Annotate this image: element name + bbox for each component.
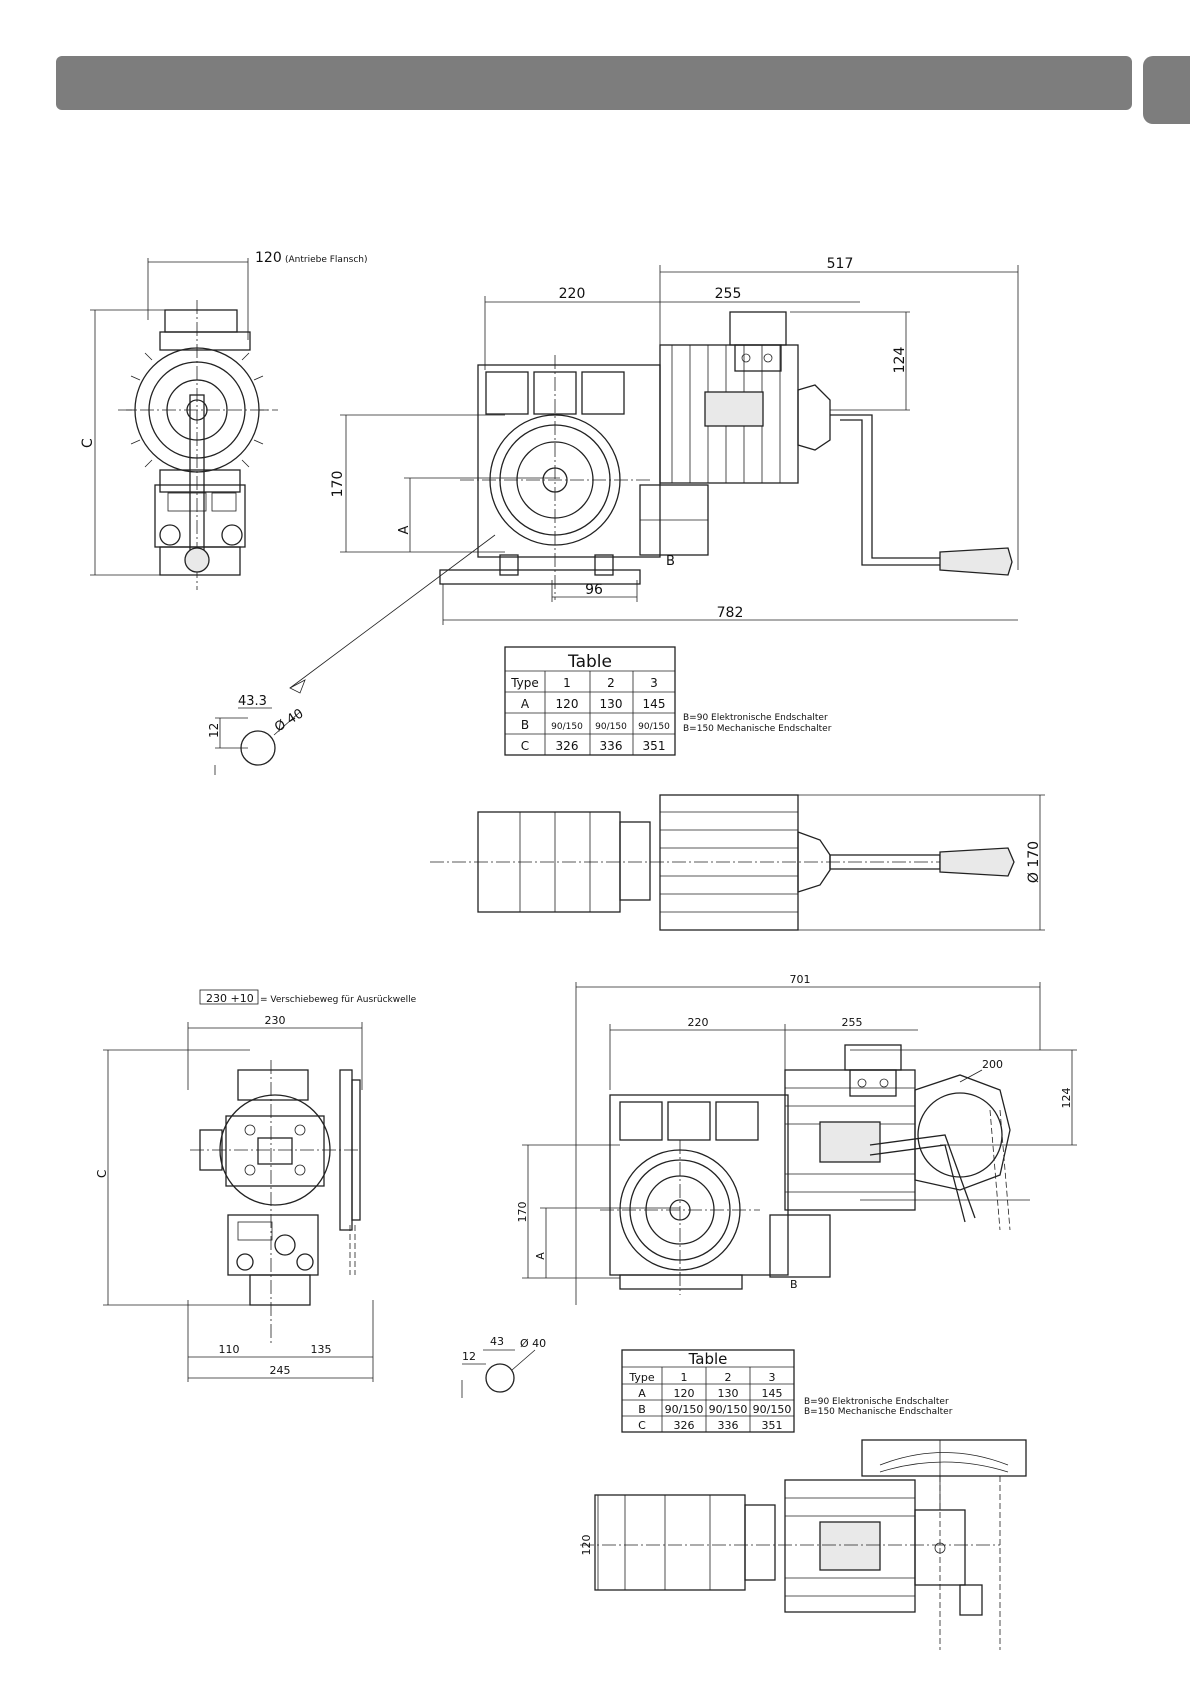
table1-cell: 1 xyxy=(563,676,571,690)
drawing2-front-view: 701 220 255 124 200 170 A xyxy=(516,973,1077,1305)
shift-dim: 230 +10 xyxy=(206,992,254,1005)
table1-cell: C xyxy=(521,739,529,753)
table1-note2: B=150 Mechanische Endschalter xyxy=(683,724,832,734)
header-bar xyxy=(56,56,1132,110)
table1-cell: 326 xyxy=(556,739,579,753)
table1-cell: A xyxy=(521,697,530,711)
table1-cell: 2 xyxy=(607,676,615,690)
table2-cell: 145 xyxy=(762,1387,783,1400)
table2-cell: A xyxy=(638,1387,646,1400)
table2-cell: 130 xyxy=(718,1387,739,1400)
dim2-c: C xyxy=(95,1170,109,1178)
table1-cell: 90/150 xyxy=(638,722,670,732)
table2-note1: B=90 Elektronische Endschalter xyxy=(804,1397,949,1407)
dim-124: 124 xyxy=(892,347,908,374)
drawing1-top-view: Ø 170 xyxy=(430,794,1045,931)
dim2-220: 220 xyxy=(688,1016,709,1029)
dim-c: C xyxy=(80,438,96,448)
dim-220: 220 xyxy=(559,286,586,302)
table1-cell: 351 xyxy=(643,739,666,753)
detail2-43: 43 xyxy=(490,1335,504,1348)
shift-note: = Verschiebeweg für Ausrückwelle xyxy=(260,995,417,1005)
table2-cell: 336 xyxy=(718,1419,739,1432)
dim-230: 230 xyxy=(265,1014,286,1027)
dim-782: 782 xyxy=(717,605,744,621)
dim-135: 135 xyxy=(311,1343,332,1356)
detail-12: 12 xyxy=(207,723,221,738)
table1-cell: B xyxy=(521,718,529,732)
table2-cell: Type xyxy=(628,1371,654,1384)
table2-cell: 351 xyxy=(762,1419,783,1432)
table2-cell: 2 xyxy=(725,1371,732,1384)
label2-a: A xyxy=(534,1252,547,1260)
dim2-124: 124 xyxy=(1060,1088,1073,1109)
table1-note1: B=90 Elektronische Endschalter xyxy=(683,713,828,723)
drawing1-side-view: C 120 (Antriebe Flansch) xyxy=(80,250,368,590)
detail2-dia40: Ø 40 xyxy=(520,1337,546,1350)
dim-701: 701 xyxy=(790,973,811,986)
detail-dia40: Ø 40 xyxy=(272,706,306,735)
dim-120-flange: 120 xyxy=(255,250,282,266)
chain-detail-2: 43 12 Ø 40 xyxy=(461,1335,546,1398)
table2-cell: 3 xyxy=(769,1371,776,1384)
label2-b: B xyxy=(790,1278,798,1291)
dim-96: 96 xyxy=(585,582,603,598)
detail-43-3: 43.3 xyxy=(238,694,267,709)
table1-cell: 145 xyxy=(643,697,666,711)
dim-200: 200 xyxy=(982,1058,1003,1071)
dim-dia170: Ø 170 xyxy=(1026,841,1042,883)
table2-cell: 1 xyxy=(681,1371,688,1384)
table2-cell: 90/150 xyxy=(665,1403,704,1416)
table1-title: Table xyxy=(567,652,612,672)
table2-cell: 90/150 xyxy=(709,1403,748,1416)
table2-cell: C xyxy=(638,1419,646,1432)
table1-cell: 120 xyxy=(556,697,579,711)
table2-cell: B xyxy=(638,1403,646,1416)
table1-cell: 336 xyxy=(600,739,623,753)
dim-255: 255 xyxy=(715,286,742,302)
table2-cell: 326 xyxy=(674,1419,695,1432)
table1-cell: 90/150 xyxy=(595,722,627,732)
chain-detail-1: 12 43.3 Ø 40 xyxy=(207,694,306,775)
table1-cell: 90/150 xyxy=(551,722,583,732)
label-b: B xyxy=(666,554,675,569)
label-a: A xyxy=(397,525,412,534)
dim-110: 110 xyxy=(219,1343,240,1356)
table2-cell: 120 xyxy=(674,1387,695,1400)
dim2-170: 170 xyxy=(516,1202,529,1223)
table1-cell: 3 xyxy=(650,676,658,690)
table2-cell: 90/150 xyxy=(753,1403,792,1416)
drawing2-top-view: 120 xyxy=(580,1439,1027,1650)
table1-cell: Type xyxy=(510,676,539,690)
dim-120-top: 120 xyxy=(580,1535,593,1556)
flange-note: (Antriebe Flansch) xyxy=(285,255,368,265)
table2-note2: B=150 Mechanische Endschalter xyxy=(804,1407,953,1417)
dim-517: 517 xyxy=(827,256,854,272)
dim2-255: 255 xyxy=(842,1016,863,1029)
drawing2-side-view: 230 +10 = Verschiebeweg für Ausrückwelle… xyxy=(95,989,417,1382)
table1-cell: 130 xyxy=(600,697,623,711)
drawing1-front-view: 517 220 255 124 170 A B xyxy=(289,256,1019,694)
side-tab xyxy=(1143,56,1190,124)
dim-170: 170 xyxy=(330,471,346,498)
dim-245: 245 xyxy=(270,1364,291,1377)
detail2-12: 12 xyxy=(462,1350,476,1363)
table2-title: Table xyxy=(688,1350,728,1368)
